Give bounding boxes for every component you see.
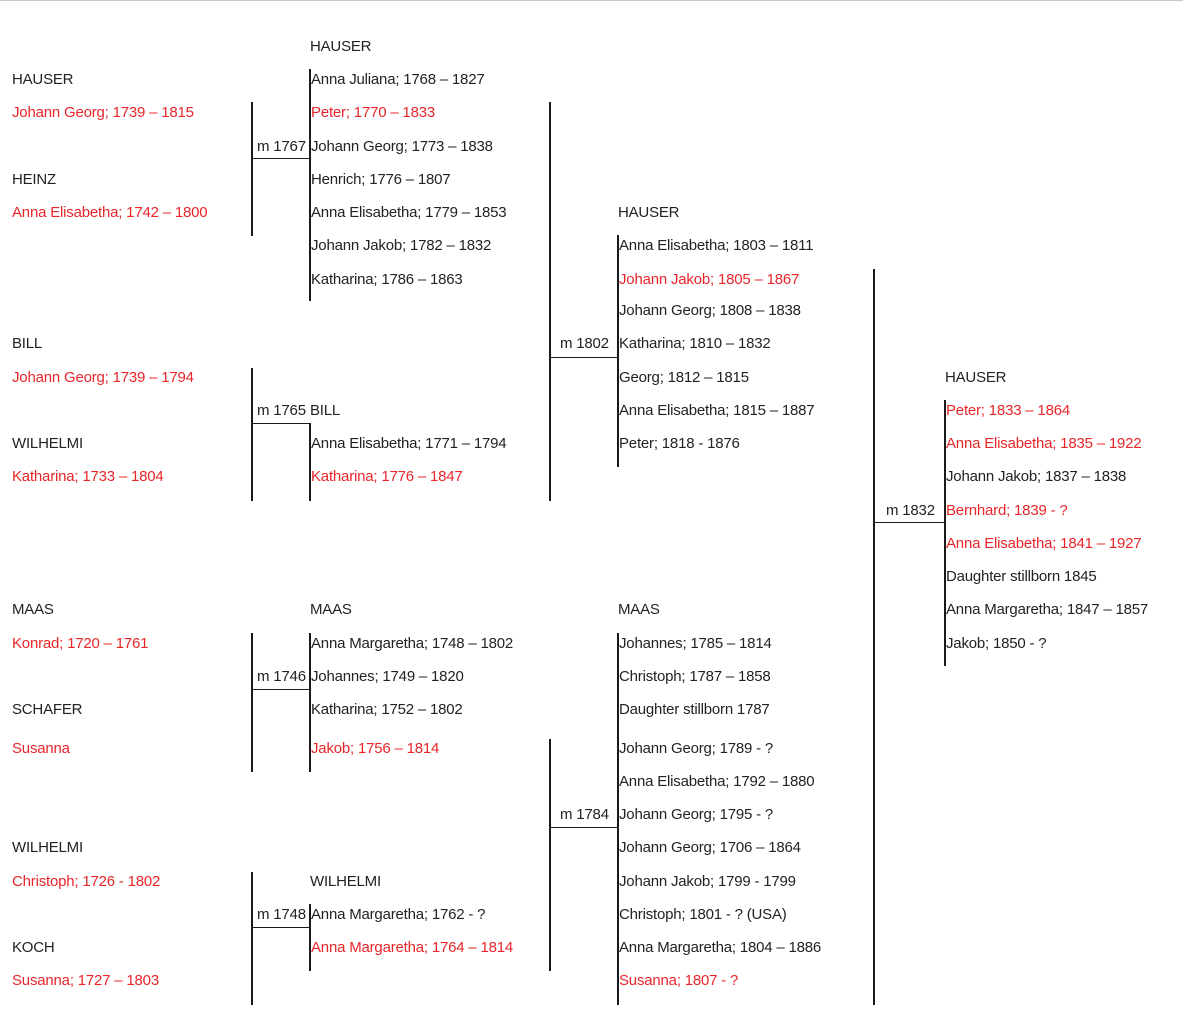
family-surname-label: MAAS: [310, 601, 352, 618]
marriage-year-label: m 1748: [257, 906, 306, 923]
child-name: Anna Margaretha; 1847 – 1857: [946, 601, 1149, 618]
family-surname-label: WILHELMI: [310, 873, 381, 890]
child-name: Katharina; 1752 – 1802: [311, 701, 463, 718]
child-name: Susanna; 1807 - ?: [619, 972, 739, 989]
child-name: Anna Elisabetha; 1792 – 1880: [619, 773, 815, 790]
children-bracket-line: [944, 400, 946, 666]
surname-label: MAAS: [12, 601, 54, 618]
marriage-year-label: m 1802: [560, 335, 609, 352]
child-name: Johann Georg; 1789 - ?: [619, 740, 774, 757]
marriage-connector-line: [252, 423, 309, 424]
couple-bracket-line: [549, 739, 551, 971]
family-surname-label: BILL: [310, 402, 341, 419]
couple-bracket-line: [251, 102, 253, 236]
child-name: Katharina; 1776 – 1847: [311, 468, 463, 485]
child-name: Johann Jakob; 1805 – 1867: [619, 271, 800, 288]
child-name: Daughter stillborn 1845: [946, 568, 1097, 585]
child-name: Anna Margaretha; 1748 – 1802: [311, 635, 514, 652]
child-name: Johann Georg; 1706 – 1864: [619, 839, 801, 856]
family-surname-label: HAUSER: [945, 369, 1007, 386]
couple-bracket-line: [251, 368, 253, 501]
person-name: Katharina; 1733 – 1804: [12, 468, 164, 485]
couple-bracket-line: [251, 633, 253, 772]
person-name: Anna Elisabetha; 1742 – 1800: [12, 204, 208, 221]
children-bracket-line: [617, 235, 619, 467]
child-name: Peter; 1818 - 1876: [619, 435, 740, 452]
child-name: Peter; 1770 – 1833: [311, 104, 436, 121]
marriage-year-label: m 1767: [257, 138, 306, 155]
child-name: Anna Elisabetha; 1779 – 1853: [311, 204, 507, 221]
child-name: Johann Jakob; 1837 – 1838: [946, 468, 1127, 485]
couple-bracket-line: [549, 102, 551, 501]
marriage-connector-line: [252, 689, 309, 690]
family-surname-label: HAUSER: [310, 38, 372, 55]
child-name: Jakob; 1756 – 1814: [311, 740, 440, 757]
child-name: Georg; 1812 – 1815: [619, 369, 749, 386]
person-name: Johann Georg; 1739 – 1815: [12, 104, 194, 121]
surname-label: HEINZ: [12, 171, 57, 188]
child-name: Anna Juliana; 1768 – 1827: [311, 71, 485, 88]
marriage-connector-line: [874, 522, 944, 523]
child-name: Anna Elisabetha; 1815 – 1887: [619, 402, 815, 419]
child-name: Daughter stillborn 1787: [619, 701, 770, 718]
person-name: Christoph; 1726 - 1802: [12, 873, 161, 890]
marriage-year-label: m 1832: [886, 502, 935, 519]
children-bracket-line: [309, 904, 311, 971]
child-name: Christoph; 1787 – 1858: [619, 668, 771, 685]
child-name: Henrich; 1776 – 1807: [311, 171, 451, 188]
person-name: Susanna: [12, 740, 70, 757]
person-name: Konrad; 1720 – 1761: [12, 635, 149, 652]
surname-label: WILHELMI: [12, 435, 83, 452]
surname-label: KOCH: [12, 939, 55, 956]
child-name: Johann Georg; 1808 – 1838: [619, 302, 801, 319]
child-name: Johann Jakob; 1799 - 1799: [619, 873, 796, 890]
child-name: Anna Elisabetha; 1803 – 1811: [619, 237, 814, 254]
child-name: Anna Elisabetha; 1841 – 1927: [946, 535, 1142, 552]
child-name: Bernhard; 1839 - ?: [946, 502, 1068, 519]
children-bracket-line: [309, 423, 311, 501]
surname-label: HAUSER: [12, 71, 74, 88]
surname-label: WILHELMI: [12, 839, 83, 856]
child-name: Anna Margaretha; 1804 – 1886: [619, 939, 822, 956]
marriage-connector-line: [550, 357, 618, 358]
child-name: Johannes; 1749 – 1820: [311, 668, 464, 685]
marriage-year-label: m 1746: [257, 668, 306, 685]
children-bracket-line: [617, 633, 619, 1005]
couple-bracket-line: [251, 872, 253, 1005]
child-name: Anna Margaretha; 1762 - ?: [311, 906, 486, 923]
child-name: Katharina; 1810 – 1832: [619, 335, 771, 352]
child-name: Anna Elisabetha; 1835 – 1922: [946, 435, 1142, 452]
surname-label: BILL: [12, 335, 43, 352]
child-name: Johannes; 1785 – 1814: [619, 635, 772, 652]
child-name: Katharina; 1786 – 1863: [311, 271, 463, 288]
marriage-year-label: m 1784: [560, 806, 609, 823]
child-name: Peter; 1833 – 1864: [946, 402, 1071, 419]
marriage-connector-line: [550, 827, 618, 828]
person-name: Susanna; 1727 – 1803: [12, 972, 159, 989]
marriage-connector-line: [252, 158, 309, 159]
child-name: Christoph; 1801 - ? (USA): [619, 906, 787, 923]
couple-bracket-line: [873, 269, 875, 1005]
person-name: Johann Georg; 1739 – 1794: [12, 369, 194, 386]
child-name: Johann Georg; 1773 – 1838: [311, 138, 493, 155]
children-bracket-line: [309, 69, 311, 301]
marriage-connector-line: [252, 927, 309, 928]
children-bracket-line: [309, 633, 311, 772]
surname-label: SCHAFER: [12, 701, 83, 718]
family-surname-label: MAAS: [618, 601, 660, 618]
child-name: Anna Margaretha; 1764 – 1814: [311, 939, 514, 956]
child-name: Johann Georg; 1795 - ?: [619, 806, 774, 823]
child-name: Anna Elisabetha; 1771 – 1794: [311, 435, 507, 452]
child-name: Jakob; 1850 - ?: [946, 635, 1047, 652]
marriage-year-label: m 1765: [257, 402, 306, 419]
family-surname-label: HAUSER: [618, 204, 680, 221]
child-name: Johann Jakob; 1782 – 1832: [311, 237, 492, 254]
